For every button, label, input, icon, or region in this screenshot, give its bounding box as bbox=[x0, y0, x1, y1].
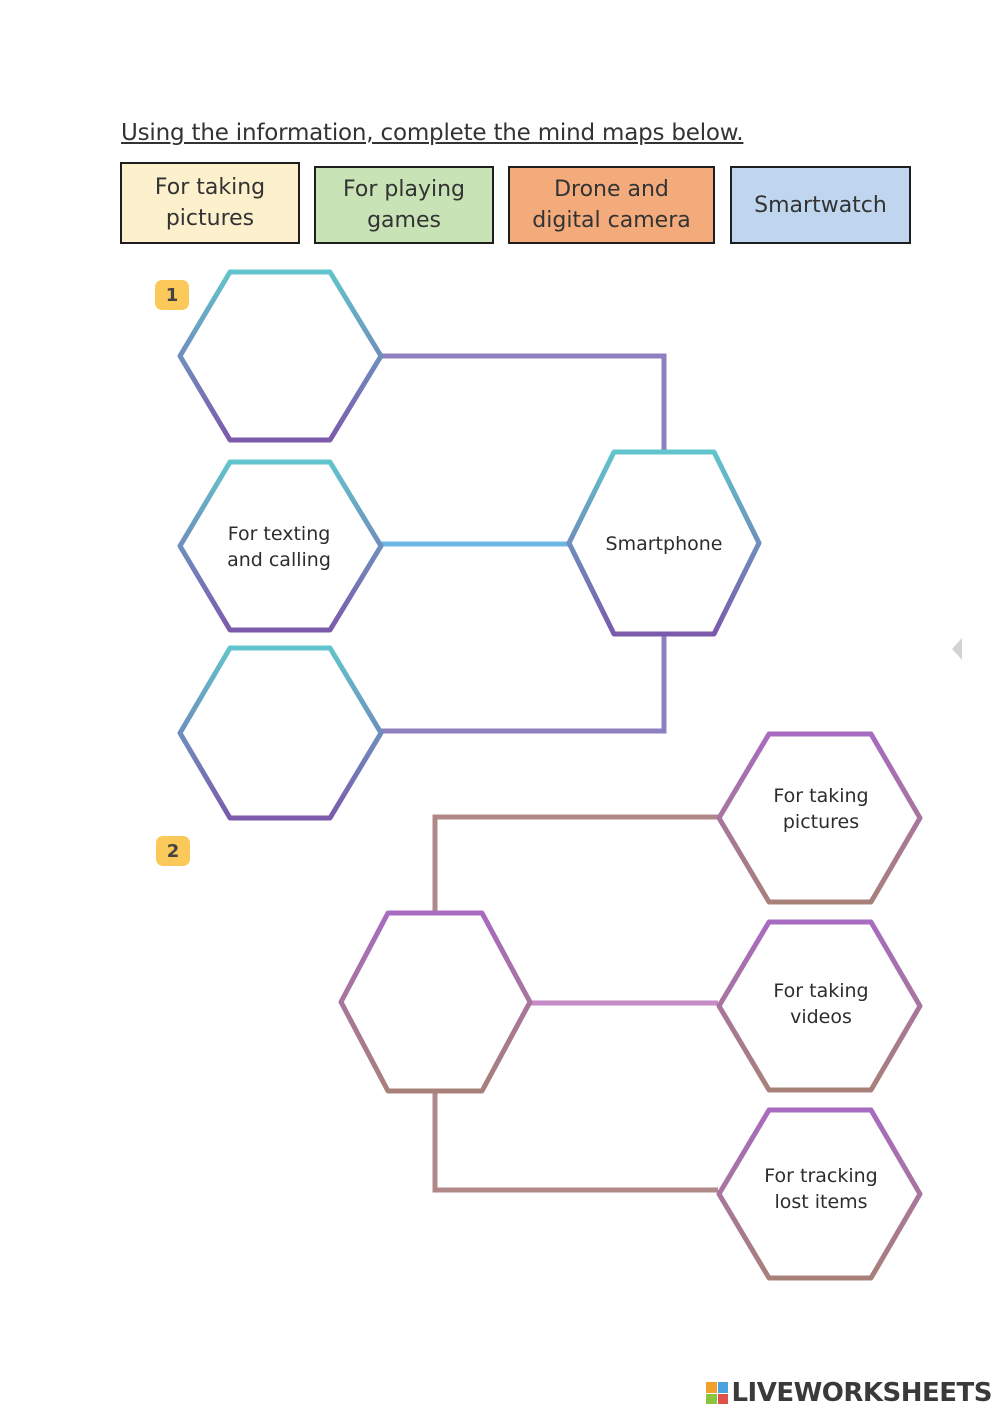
map-2-hexagon-top bbox=[716, 731, 923, 905]
option-smartwatch[interactable]: Smartwatch bbox=[730, 166, 911, 244]
map-1-hexagon-center bbox=[566, 449, 762, 637]
map-2-mid-label-line-1: For taking bbox=[773, 980, 868, 1002]
map-1-badge: 1 bbox=[155, 280, 189, 310]
option-for-taking-pictures[interactable]: For taking pictures bbox=[120, 162, 300, 244]
liveworksheets-logo: LIVEWORKSHEETS bbox=[706, 1378, 992, 1408]
map-2-badge: 2 bbox=[156, 836, 190, 866]
map-2-bottom-label-line-1: For tracking bbox=[764, 1165, 877, 1187]
map-1-connector-top bbox=[380, 353, 667, 455]
map-2-top-label-line-2: pictures bbox=[783, 811, 859, 833]
liveworksheets-logo-icon bbox=[706, 1382, 729, 1404]
map-2-connector-top bbox=[432, 814, 718, 913]
option-drone-and-digital-camera[interactable]: Drone and digital camera bbox=[508, 166, 715, 244]
map-2-connector-bottom bbox=[432, 1093, 718, 1193]
map-1-mid-label-line-2: and calling bbox=[227, 549, 331, 571]
liveworksheets-brand: LIVEWORKSHEETS bbox=[731, 1378, 992, 1408]
map-2-mid-label-line-2: videos bbox=[790, 1006, 852, 1028]
map-2-hexagon-bottom bbox=[716, 1107, 923, 1281]
option-for-playing-games[interactable]: For playing games bbox=[314, 166, 494, 244]
map-1-connector-bottom bbox=[380, 634, 667, 734]
side-arrow-icon[interactable] bbox=[952, 638, 962, 660]
map-2-drop-hexagon-center[interactable] bbox=[338, 910, 533, 1094]
instruction-text: Using the information, complete the mind… bbox=[121, 120, 744, 146]
map-1-hexagon-mid bbox=[177, 459, 384, 633]
map-2-hexagon-mid bbox=[716, 919, 923, 1093]
map-2-bottom-label-line-2: lost items bbox=[774, 1191, 867, 1213]
map-1-mid-label-line-1: For texting bbox=[228, 523, 331, 545]
map-2-top-label-line-1: For taking bbox=[773, 785, 868, 807]
map-1-drop-hexagon-top[interactable] bbox=[177, 269, 384, 443]
map-1-drop-hexagon-bottom[interactable] bbox=[177, 645, 384, 821]
map-1-center-label: Smartphone bbox=[606, 533, 723, 555]
